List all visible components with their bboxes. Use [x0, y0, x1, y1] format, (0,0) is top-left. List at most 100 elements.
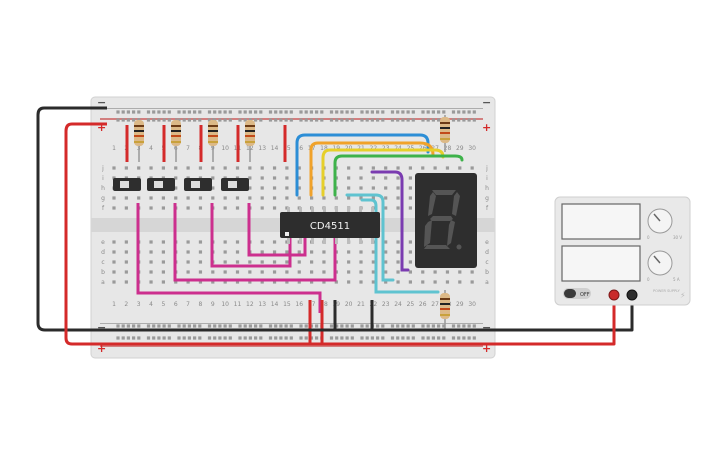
hole[interactable]	[167, 336, 171, 340]
hole[interactable]	[268, 336, 273, 340]
hole[interactable]	[310, 270, 314, 274]
hole[interactable]	[274, 324, 278, 328]
hole[interactable]	[371, 260, 375, 264]
hole[interactable]	[401, 324, 405, 328]
hole[interactable]	[235, 166, 240, 170]
hole[interactable]	[310, 280, 314, 284]
hole[interactable]	[272, 250, 277, 254]
hole[interactable]	[207, 324, 212, 328]
hole[interactable]	[162, 336, 166, 340]
hole[interactable]	[408, 186, 412, 190]
hole[interactable]	[186, 240, 190, 244]
hole[interactable]	[299, 118, 303, 122]
slide-switch-4-knob[interactable]	[228, 181, 237, 188]
hole[interactable]	[146, 118, 151, 122]
hole[interactable]	[433, 280, 437, 284]
hole[interactable]	[401, 110, 405, 114]
hole[interactable]	[162, 324, 166, 328]
hole[interactable]	[137, 336, 141, 340]
hole[interactable]	[149, 240, 153, 244]
hole[interactable]	[137, 324, 141, 328]
hole[interactable]	[360, 324, 364, 328]
hole[interactable]	[304, 336, 308, 340]
resistor-4[interactable]	[245, 118, 255, 162]
hole[interactable]	[137, 196, 141, 200]
wire-magenta-4[interactable]	[247, 203, 307, 257]
hole[interactable]	[248, 324, 252, 328]
hole[interactable]	[152, 324, 156, 328]
hole[interactable]	[193, 110, 197, 114]
hole[interactable]	[112, 206, 116, 210]
hole[interactable]	[370, 336, 374, 340]
hole[interactable]	[218, 110, 222, 114]
hole[interactable]	[384, 280, 388, 284]
hole[interactable]	[126, 118, 130, 122]
hole[interactable]	[347, 196, 351, 200]
hole[interactable]	[167, 110, 171, 114]
hole[interactable]	[198, 196, 203, 200]
hole[interactable]	[289, 118, 293, 122]
hole[interactable]	[365, 336, 369, 340]
wire-teal-2[interactable]	[360, 198, 440, 294]
hole[interactable]	[408, 206, 412, 210]
seven-segment-display[interactable]	[415, 173, 477, 268]
hole[interactable]	[116, 324, 120, 328]
hole[interactable]	[335, 324, 339, 328]
hole[interactable]	[193, 336, 197, 340]
hole[interactable]	[198, 206, 203, 210]
hole[interactable]	[211, 166, 215, 170]
hole[interactable]	[470, 270, 474, 274]
hole[interactable]	[381, 336, 385, 340]
hole[interactable]	[207, 336, 212, 340]
hole[interactable]	[350, 336, 354, 340]
hole[interactable]	[406, 110, 410, 114]
resistors[interactable]	[134, 115, 450, 330]
hole[interactable]	[408, 176, 412, 180]
hole[interactable]	[198, 280, 203, 284]
hole[interactable]	[254, 110, 258, 114]
hole[interactable]	[462, 324, 466, 328]
slide-switch-1-knob[interactable]	[120, 181, 129, 188]
hole[interactable]	[268, 118, 273, 122]
hole[interactable]	[315, 110, 319, 114]
hole[interactable]	[421, 336, 425, 340]
hole[interactable]	[329, 110, 334, 114]
hole[interactable]	[322, 196, 326, 200]
hole[interactable]	[359, 196, 363, 200]
hole[interactable]	[126, 110, 130, 114]
hole[interactable]	[198, 166, 203, 170]
hole[interactable]	[390, 324, 395, 328]
hole[interactable]	[359, 280, 363, 284]
hole[interactable]	[112, 166, 116, 170]
hole[interactable]	[235, 206, 240, 210]
hole[interactable]	[124, 260, 128, 264]
hole[interactable]	[260, 240, 264, 244]
hole[interactable]	[213, 118, 217, 122]
hole[interactable]	[445, 280, 450, 284]
hole[interactable]	[279, 118, 283, 122]
hole[interactable]	[350, 118, 354, 122]
hole[interactable]	[315, 324, 319, 328]
hole[interactable]	[390, 110, 395, 114]
resistor-6[interactable]	[440, 290, 450, 330]
hole[interactable]	[408, 250, 412, 254]
hole[interactable]	[186, 260, 190, 264]
hole[interactable]	[322, 270, 326, 274]
hole[interactable]	[334, 196, 338, 200]
hole[interactable]	[274, 110, 278, 114]
hole[interactable]	[235, 260, 240, 264]
hole[interactable]	[384, 250, 388, 254]
hole[interactable]	[112, 196, 116, 200]
hole[interactable]	[329, 336, 334, 340]
hole[interactable]	[182, 324, 186, 328]
hole[interactable]	[248, 110, 252, 114]
hole[interactable]	[187, 324, 191, 328]
hole[interactable]	[146, 324, 151, 328]
display-wires[interactable]	[295, 133, 464, 294]
hole[interactable]	[457, 118, 461, 122]
wire-magenta-3[interactable]	[210, 203, 292, 268]
hole[interactable]	[304, 324, 308, 328]
hole[interactable]	[272, 176, 277, 180]
hole[interactable]	[315, 118, 319, 122]
hole[interactable]	[437, 324, 441, 328]
